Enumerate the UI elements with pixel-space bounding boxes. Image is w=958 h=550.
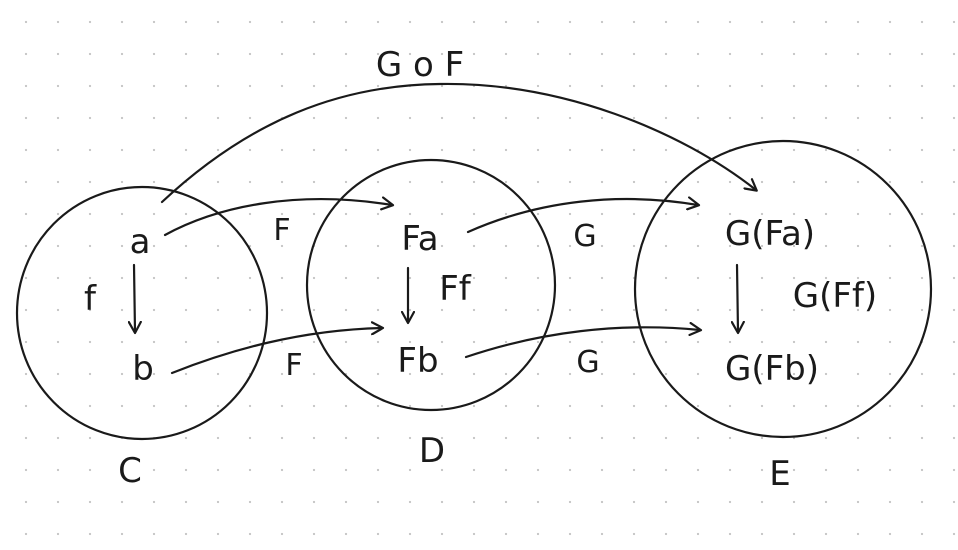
object-gfa-label: G(Fa) bbox=[725, 214, 815, 254]
object-b-label: b bbox=[132, 349, 154, 389]
functor-g-arrow-top bbox=[466, 199, 698, 234]
functor-g-arrow-bottom bbox=[464, 327, 700, 359]
morphism-f-arrow bbox=[134, 263, 135, 332]
functor-f-arrow-top bbox=[163, 199, 392, 237]
morphism-gff-label: G(Ff) bbox=[793, 276, 877, 316]
category-c-label: C bbox=[118, 451, 142, 491]
object-a-label: a bbox=[130, 222, 151, 262]
functor-g-bottom-label: G bbox=[576, 345, 599, 380]
functor-g-top-label: G bbox=[573, 219, 596, 254]
morphism-ff-label: Ff bbox=[439, 269, 472, 309]
object-fa-label: Fa bbox=[401, 219, 438, 259]
composite-functor-arrow bbox=[160, 82, 756, 204]
composite-functor-label: G o F bbox=[376, 45, 464, 85]
functor-f-bottom-label: F bbox=[285, 348, 302, 383]
category-d-label: D bbox=[419, 431, 445, 471]
category-c-circle bbox=[15, 185, 269, 441]
functor-f-top-label: F bbox=[273, 213, 290, 248]
category-d-circle bbox=[305, 158, 557, 412]
object-gfb-label: G(Fb) bbox=[725, 349, 819, 389]
functor-f-arrow-bottom bbox=[170, 328, 382, 375]
morphism-f-label: f bbox=[84, 279, 97, 319]
morphism-gff-arrow bbox=[737, 263, 738, 332]
category-e-label: E bbox=[769, 454, 790, 494]
category-e-circle bbox=[633, 139, 933, 439]
object-fb-label: Fb bbox=[397, 341, 438, 381]
